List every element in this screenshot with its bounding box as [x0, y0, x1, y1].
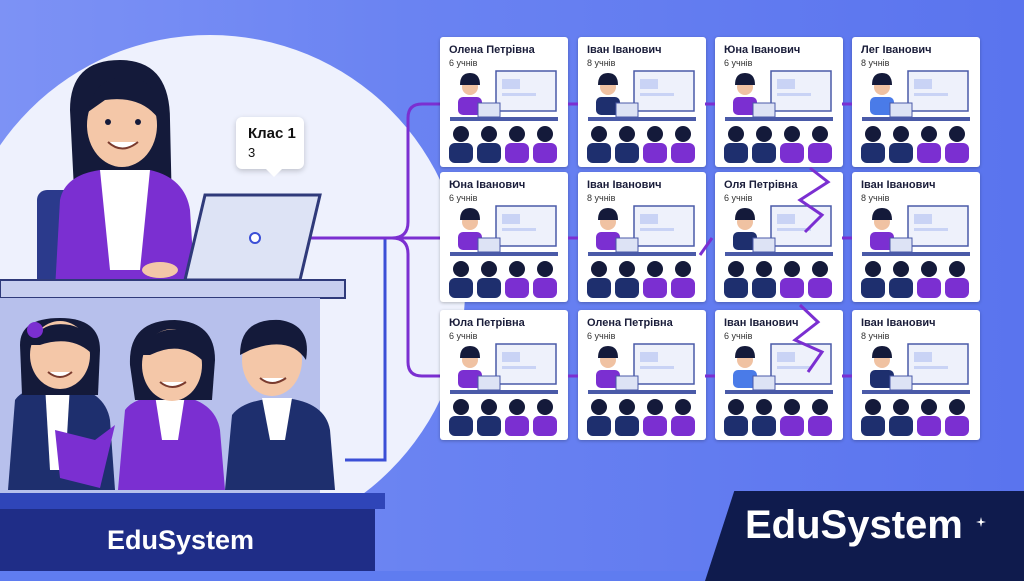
classroom-illustration — [587, 205, 696, 298]
class-card[interactable]: Олена Петрівна 6 учнів — [440, 37, 568, 167]
classroom-illustration — [724, 343, 833, 436]
brand-logo-right: EduSystem — [745, 503, 963, 547]
class-student-count: 8 учнів — [861, 331, 890, 341]
brand-logo-left: EduSystem — [107, 525, 255, 555]
class-student-count: 8 учнів — [861, 58, 890, 68]
class-teacher-name: Іван Іванович — [724, 317, 799, 329]
classroom-illustration — [587, 70, 696, 163]
classroom-illustration — [724, 70, 833, 163]
tooltip-title: Клас 1 — [248, 125, 296, 142]
class-teacher-name: Юна Іванович — [724, 44, 801, 56]
class-teacher-name: Іван Іванович — [861, 179, 936, 191]
classroom-illustration — [861, 205, 970, 298]
class-teacher-name: Юна Іванович — [449, 179, 526, 191]
class-teacher-name: Іван Іванович — [587, 179, 662, 191]
class-tooltip: Клас 1 3 — [236, 117, 304, 177]
class-card[interactable]: Іван Іванович 6 учнів — [715, 310, 843, 440]
class-card[interactable]: Юна Іванович 6 учнів — [715, 37, 843, 167]
class-card[interactable]: Юна Іванович 6 учнів — [440, 172, 568, 302]
class-teacher-name: Юла Петрівна — [449, 317, 525, 329]
class-student-count: 6 учнів — [449, 193, 478, 203]
class-student-count: 8 учнів — [861, 193, 890, 203]
classroom-illustration — [724, 205, 833, 298]
class-student-count: 6 учнів — [449, 58, 478, 68]
class-student-count: 6 учнів — [724, 58, 753, 68]
class-card[interactable]: Оля Петрівна 6 учнів — [715, 172, 843, 302]
book — [55, 425, 115, 488]
class-card[interactable]: Іван Іванович 8 учнів — [578, 37, 706, 167]
class-student-count: 6 учнів — [587, 331, 616, 341]
classroom-illustration — [587, 343, 696, 436]
class-teacher-name: Олена Петрівна — [587, 317, 673, 329]
classroom-illustration — [449, 70, 558, 163]
class-student-count: 8 учнів — [587, 193, 616, 203]
classroom-illustration — [861, 70, 970, 163]
class-card[interactable]: Іван Іванович 8 учнів — [852, 172, 980, 302]
class-student-count: 6 учнів — [724, 193, 753, 203]
class-teacher-name: Іван Іванович — [861, 317, 936, 329]
class-card[interactable]: Олена Петрівна 6 учнів — [578, 310, 706, 440]
class-student-count: 6 учнів — [724, 331, 753, 341]
class-card[interactable]: Юла Петрівна 6 учнів — [440, 310, 568, 440]
class-teacher-name: Олена Петрівна — [449, 44, 535, 56]
class-student-count: 6 учнів — [449, 331, 478, 341]
class-card[interactable]: Лег Іванович 8 учнів — [852, 37, 980, 167]
sparkle-icon — [976, 517, 986, 527]
classroom-illustration — [861, 343, 970, 436]
classroom-illustration — [449, 343, 558, 436]
class-teacher-name: Лег Іванович — [861, 44, 932, 56]
class-student-count: 8 учнів — [587, 58, 616, 68]
connector-line — [391, 236, 440, 378]
class-teacher-name: Іван Іванович — [587, 44, 662, 56]
classroom-illustration — [449, 205, 558, 298]
class-teacher-name: Оля Петрівна — [724, 179, 798, 191]
tooltip-count: 3 — [248, 145, 256, 160]
class-card[interactable]: Іван Іванович 8 учнів — [852, 310, 980, 440]
class-card[interactable]: Іван Іванович 8 учнів — [578, 172, 706, 302]
